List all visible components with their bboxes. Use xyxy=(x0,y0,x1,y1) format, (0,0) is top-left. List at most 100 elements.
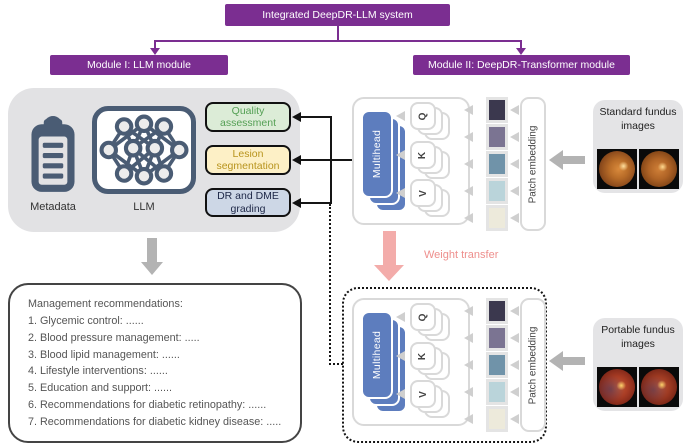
down-arrow-icon xyxy=(516,48,526,55)
k-box: K xyxy=(410,342,436,370)
patch-embedding-box: Patch embedding xyxy=(520,97,546,231)
llm-label: LLM xyxy=(133,201,155,213)
left-arrow-icon xyxy=(292,112,301,122)
left-arrow-icon xyxy=(464,159,473,169)
left-arrow-icon xyxy=(510,306,519,316)
patch-color xyxy=(489,301,505,321)
patch-color xyxy=(489,409,505,429)
transformer-standard: Multihead Q K V xyxy=(352,97,546,231)
patch-color xyxy=(489,127,505,147)
recommendations-box: Management recommendations: 1. Glycemic … xyxy=(8,283,302,443)
recommendation-item: 1. Glycemic control: ...... xyxy=(28,314,144,327)
connector-center-line xyxy=(337,26,339,41)
left-arrow-icon xyxy=(464,105,473,115)
dotted-connector-horizontal xyxy=(329,363,343,365)
left-arrow-icon xyxy=(396,111,405,121)
multihead-label: Multihead xyxy=(371,330,384,380)
patch-swatch xyxy=(486,205,508,231)
left-arrow-icon xyxy=(510,159,519,169)
patch-swatch xyxy=(486,298,508,324)
module1-title-box: Module I: LLM module xyxy=(50,55,228,75)
connector-right-line xyxy=(520,40,522,50)
module2-title-box: Module II: DeepDR-Transformer module xyxy=(413,55,630,75)
left-arrow-icon xyxy=(396,389,405,399)
black-connector-lesion xyxy=(300,159,353,161)
patch-color xyxy=(489,328,505,348)
fundus-image xyxy=(639,149,679,189)
left-arrow-shaft xyxy=(562,357,585,365)
patch-color xyxy=(489,208,505,228)
left-arrow-icon xyxy=(464,387,473,397)
weight-transfer-arrow-shaft xyxy=(383,231,396,265)
lesion-segmentation-label: Lesion segmentation xyxy=(216,147,280,172)
left-arrow-icon xyxy=(396,150,405,160)
left-arrow-icon xyxy=(510,105,519,115)
neural-network-icon xyxy=(92,106,196,194)
left-arrow-icon xyxy=(292,155,301,165)
module2-title: Module II: DeepDR-Transformer module xyxy=(428,59,615,71)
patch-color xyxy=(489,382,505,402)
weight-transfer-arrow-icon xyxy=(374,265,404,281)
patch-color xyxy=(489,181,505,201)
recommendations-title: Management recommendations: xyxy=(28,298,183,310)
left-arrow-icon xyxy=(510,333,519,343)
patch-color xyxy=(489,154,505,174)
left-arrow-icon xyxy=(510,132,519,142)
k-label: K xyxy=(417,151,429,159)
left-arrow-icon xyxy=(510,186,519,196)
black-connector-grading xyxy=(300,202,332,204)
patch-embedding-label: Patch embedding xyxy=(527,125,539,203)
v-box: V xyxy=(410,179,436,207)
module1-title: Module I: LLM module xyxy=(87,59,191,71)
v-label: V xyxy=(417,390,429,398)
left-arrow-icon xyxy=(464,360,473,370)
standard-fundus-label: Standard fundus images xyxy=(599,106,677,132)
left-arrow-icon xyxy=(464,186,473,196)
recommendation-item: 6. Recommendations for diabetic retinopa… xyxy=(28,399,267,412)
down-arrow-shaft xyxy=(147,238,157,262)
left-arrow-icon xyxy=(464,333,473,343)
left-arrow-icon xyxy=(549,150,563,170)
k-box: K xyxy=(410,141,436,169)
left-arrow-icon xyxy=(510,360,519,370)
patch-swatch xyxy=(486,178,508,204)
fundus-image xyxy=(639,367,679,407)
v-label: V xyxy=(417,189,429,197)
left-arrow-icon xyxy=(292,198,301,208)
down-arrow-icon xyxy=(141,262,163,275)
weight-transfer-label: Weight transfer xyxy=(424,249,499,261)
left-arrow-icon xyxy=(396,312,405,322)
connector-left-line xyxy=(154,40,156,50)
left-arrow-icon xyxy=(510,387,519,397)
metadata-label: Metadata xyxy=(30,201,76,213)
multihead-box: Multihead xyxy=(361,311,393,399)
patch-swatch xyxy=(486,406,508,432)
dr-dme-grading-box: DR and DME grading xyxy=(205,188,291,217)
dotted-connector-vertical xyxy=(329,204,331,365)
black-connector-quality xyxy=(300,116,332,118)
fundus-image xyxy=(597,149,637,189)
fundus-image xyxy=(597,367,637,407)
v-box: V xyxy=(410,380,436,408)
recommendation-item: 4. Lifestyle interventions: ...... xyxy=(28,365,168,378)
dr-dme-grading-label: DR and DME grading xyxy=(217,190,279,215)
recommendation-item: 2. Blood pressure management: ..... xyxy=(28,331,200,344)
lesion-segmentation-box: Lesion segmentation xyxy=(205,145,291,175)
left-arrow-icon xyxy=(464,213,473,223)
left-arrow-icon xyxy=(464,132,473,142)
connector-horizontal-line xyxy=(154,40,522,42)
left-arrow-icon xyxy=(549,351,563,371)
portable-fundus-label: Portable fundus images xyxy=(601,324,675,350)
q-box: Q xyxy=(410,303,436,331)
down-arrow-icon xyxy=(150,48,160,55)
left-arrow-shaft xyxy=(562,156,585,164)
recommendation-item: 3. Blood lipid management: ...... xyxy=(28,348,180,361)
portable-transformer-border xyxy=(342,287,547,443)
patch-swatch xyxy=(486,352,508,378)
left-arrow-icon xyxy=(464,414,473,424)
q-label: Q xyxy=(417,313,429,321)
quality-assessment-box: Quality assessment xyxy=(205,102,291,132)
q-label: Q xyxy=(417,112,429,120)
q-box: Q xyxy=(410,102,436,130)
